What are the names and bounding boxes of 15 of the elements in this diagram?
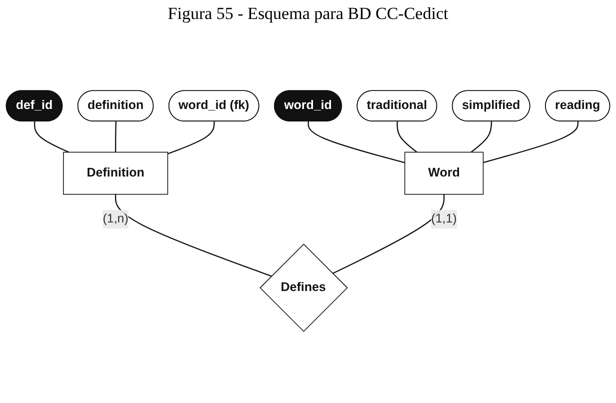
edge-label: (1,n) — [102, 212, 128, 226]
edge-label: (1,1) — [431, 212, 457, 226]
connector — [332, 194, 445, 274]
figure-title: Figura 55 - Esquema para BD CC-Cedict — [166, 4, 450, 24]
connector — [483, 121, 579, 164]
connector — [114, 194, 272, 277]
connector — [34, 121, 70, 153]
connector — [470, 121, 492, 153]
node-box: Word — [404, 152, 484, 195]
connector — [168, 121, 215, 154]
connector — [396, 121, 418, 153]
connector — [114, 121, 117, 152]
node-diamond: Defines — [260, 244, 348, 332]
node-box: Definition — [63, 152, 168, 195]
connector — [308, 121, 405, 164]
